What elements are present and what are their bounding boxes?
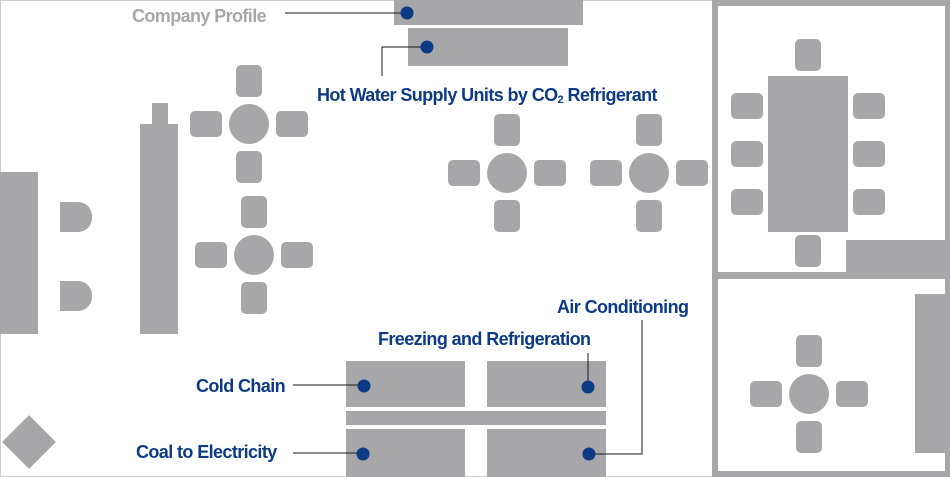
left-wall-desk <box>0 172 38 334</box>
marker-coal[interactable] <box>356 447 370 461</box>
company-profile-label[interactable]: Company Profile <box>132 6 267 26</box>
round-table-3-chair-south <box>492 198 522 234</box>
round-table-4-top <box>629 153 669 193</box>
round-table-4-chair-west <box>588 158 624 188</box>
round-table-3-top <box>487 153 527 193</box>
hot-water-label-tail: Refrigerant <box>563 85 657 105</box>
round-table-2-chair-east <box>279 240 315 270</box>
round-table-2-chair-west <box>193 240 229 270</box>
round-table-3-chair-west <box>446 158 482 188</box>
round-table-3-chair-north <box>492 112 522 148</box>
round-table-2-chair-south <box>239 280 269 316</box>
cold-chain-label[interactable]: Cold Chain <box>196 376 286 396</box>
leader-lines <box>285 12 643 455</box>
round-table-4-chair-south <box>634 198 664 234</box>
hot-water-label-subscript: 2 <box>557 94 564 106</box>
column-display-top <box>152 103 168 125</box>
round-table-1-chair-east <box>274 109 310 139</box>
round-table-5-top <box>789 374 829 414</box>
round-tables <box>188 63 870 455</box>
marker-air-conditioning[interactable] <box>582 447 596 461</box>
coal-label[interactable]: Coal to Electricity <box>136 442 277 462</box>
air-conditioning-label[interactable]: Air Conditioning <box>557 297 689 317</box>
round-table-5 <box>748 333 870 455</box>
freezing-label[interactable]: Freezing and Refrigeration <box>378 329 591 349</box>
round-table-5-chair-north <box>794 333 824 369</box>
hot-water-panel <box>408 28 568 66</box>
leader-air-conditioning <box>589 320 643 455</box>
left-stool-upper <box>60 202 92 232</box>
round-table-2 <box>193 194 315 316</box>
round-table-2-top <box>234 235 274 275</box>
round-table-5-chair-south <box>794 419 824 455</box>
round-table-4-chair-north <box>634 112 664 148</box>
marker-cold-chain[interactable] <box>357 379 371 393</box>
company-profile-panel <box>394 0 583 25</box>
round-table-4-chair-east <box>674 158 710 188</box>
upper-room-counter <box>846 240 945 272</box>
round-table-3-chair-east <box>532 158 568 188</box>
round-table-1-chair-west <box>188 109 224 139</box>
marker-company-profile[interactable] <box>400 6 414 20</box>
round-table-1-chair-north <box>234 63 264 99</box>
round-table-2-chair-north <box>239 194 269 230</box>
column-display <box>140 124 178 334</box>
marker-freezing[interactable] <box>581 380 595 394</box>
round-table-3 <box>446 112 568 234</box>
conference-table <box>768 76 848 232</box>
conference-chairs <box>729 37 887 269</box>
round-table-1-top <box>229 104 269 144</box>
exhibit-divider <box>346 411 606 425</box>
round-table-1 <box>188 63 310 185</box>
hotspot-markers <box>356 6 596 461</box>
hot-water-label[interactable]: Hot Water Supply Units by CO2 Refrigeran… <box>317 84 658 111</box>
hot-water-label-main: Hot Water Supply Units by CO <box>317 85 558 105</box>
lower-room-cabinet <box>915 294 945 453</box>
round-table-4 <box>588 112 710 234</box>
leader-hot-water <box>381 46 427 76</box>
round-table-5-chair-west <box>748 379 784 409</box>
meeting-room-lower <box>718 279 945 471</box>
diamond-pedestal <box>2 415 56 469</box>
round-table-1-chair-south <box>234 149 264 185</box>
marker-hot-water[interactable] <box>420 40 434 54</box>
left-stool-lower <box>60 281 92 311</box>
round-table-5-chair-east <box>834 379 870 409</box>
